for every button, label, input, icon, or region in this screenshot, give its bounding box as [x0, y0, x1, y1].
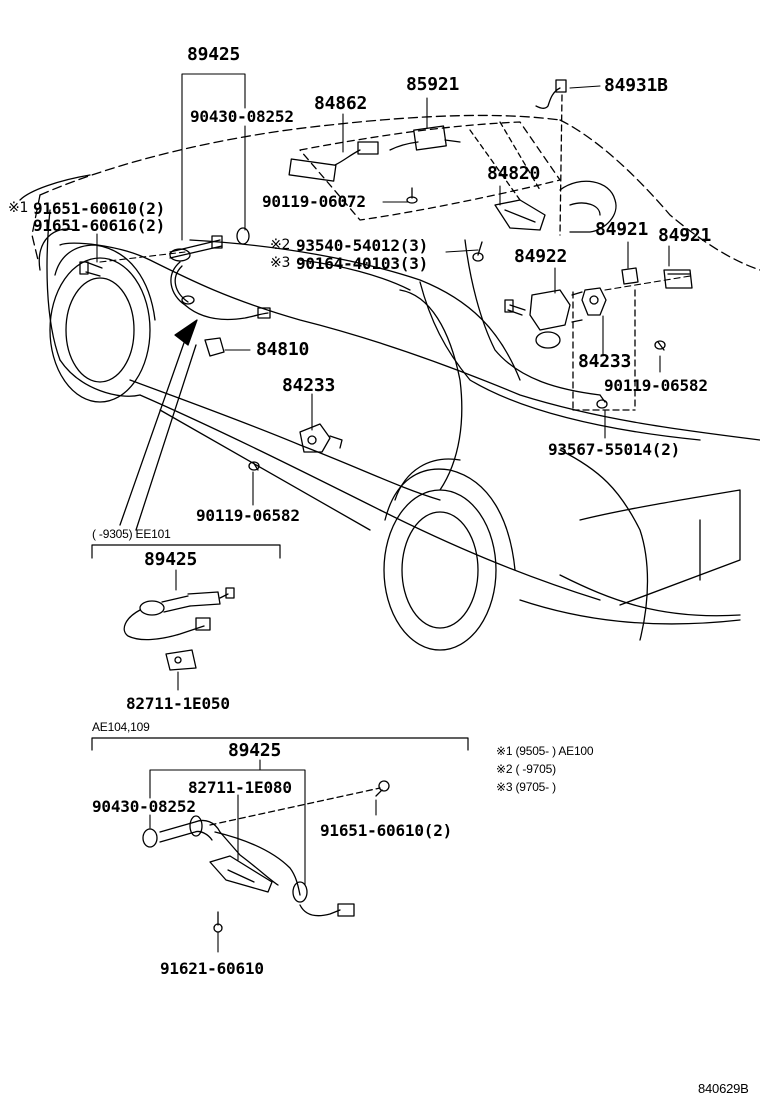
switch-85921	[389, 125, 461, 151]
car-body-outline	[19, 114, 760, 641]
leader-lines	[96, 73, 691, 506]
part-number-84233-mid: 84233	[282, 375, 336, 396]
part-number-85921: 85921	[406, 74, 460, 95]
screws-upper	[406, 187, 484, 262]
front-wheel	[383, 458, 516, 651]
part-number-93540: 93540-54012(3)	[296, 236, 429, 255]
part-number-82711-1e080: 82711-1E080	[188, 778, 292, 797]
part-number-90430-top: 90430-08252	[190, 107, 294, 126]
part-number-84862: 84862	[314, 93, 368, 114]
note-mark-2: ※2	[270, 237, 291, 253]
part-number-91621: 91621-60610	[160, 959, 264, 978]
part-number-84922: 84922	[514, 246, 568, 267]
switch-84820	[494, 199, 546, 231]
indicator-arrow	[119, 319, 198, 531]
rear-wheel	[38, 228, 156, 403]
part-number-84931b: 84931B	[604, 75, 668, 96]
part-number-91651-60610-bottom: 91651-60610(2)	[320, 821, 453, 840]
inset-ae104	[91, 737, 469, 953]
part-number-90119-06582-right: 90119-06582	[604, 376, 708, 395]
switch-84233-mid	[248, 423, 343, 471]
footnote-1: ※1 (9505- ) AE100	[496, 744, 594, 758]
note-mark-3: ※3	[270, 255, 291, 271]
part-number-84921-a: 84921	[595, 219, 649, 240]
part-number-84810: 84810	[256, 339, 310, 360]
part-number-82711-1e050: 82711-1E050	[126, 694, 230, 713]
figure-code: 840629B	[698, 1081, 749, 1096]
part-number-84820: 84820	[487, 163, 541, 184]
part-number-91651-60616: 91651-60616(2)	[33, 216, 166, 235]
switch-assembly-84922	[504, 287, 666, 411]
part-number-84233-right: 84233	[578, 351, 632, 372]
note-mark-1: ※1	[8, 200, 29, 216]
part-number-90119-06582-mid: 90119-06582	[196, 506, 300, 525]
part-number-89425-bottom: 89425	[228, 740, 282, 761]
part-number-84921-b: 84921	[658, 225, 712, 246]
part-number-90119-06072: 90119-06072	[262, 192, 366, 211]
plug-84931b	[535, 79, 617, 236]
inset-note-ee101: ( -9305) EE101	[92, 527, 171, 541]
part-number-89425-top: 89425	[187, 44, 241, 65]
wire-84862	[288, 141, 379, 182]
part-number-93567: 93567-55014(2)	[548, 440, 681, 459]
part-number-90164: 90164-40103(3)	[296, 254, 429, 273]
footnote-2: ※2 ( -9705)	[496, 762, 556, 776]
part-number-89425-mid: 89425	[144, 549, 198, 570]
footnote-3: ※3 (9705- )	[496, 780, 556, 794]
part-84921	[621, 267, 693, 289]
inset-ee101	[91, 544, 281, 691]
clip-84810	[204, 337, 225, 357]
inset-note-ae104: AE104,109	[92, 720, 150, 734]
abs-sensor-rear	[79, 227, 271, 321]
part-number-91651-60610-top: 91651-60610(2)	[33, 199, 166, 218]
part-number-90430-bottom: 90430-08252	[92, 797, 196, 816]
